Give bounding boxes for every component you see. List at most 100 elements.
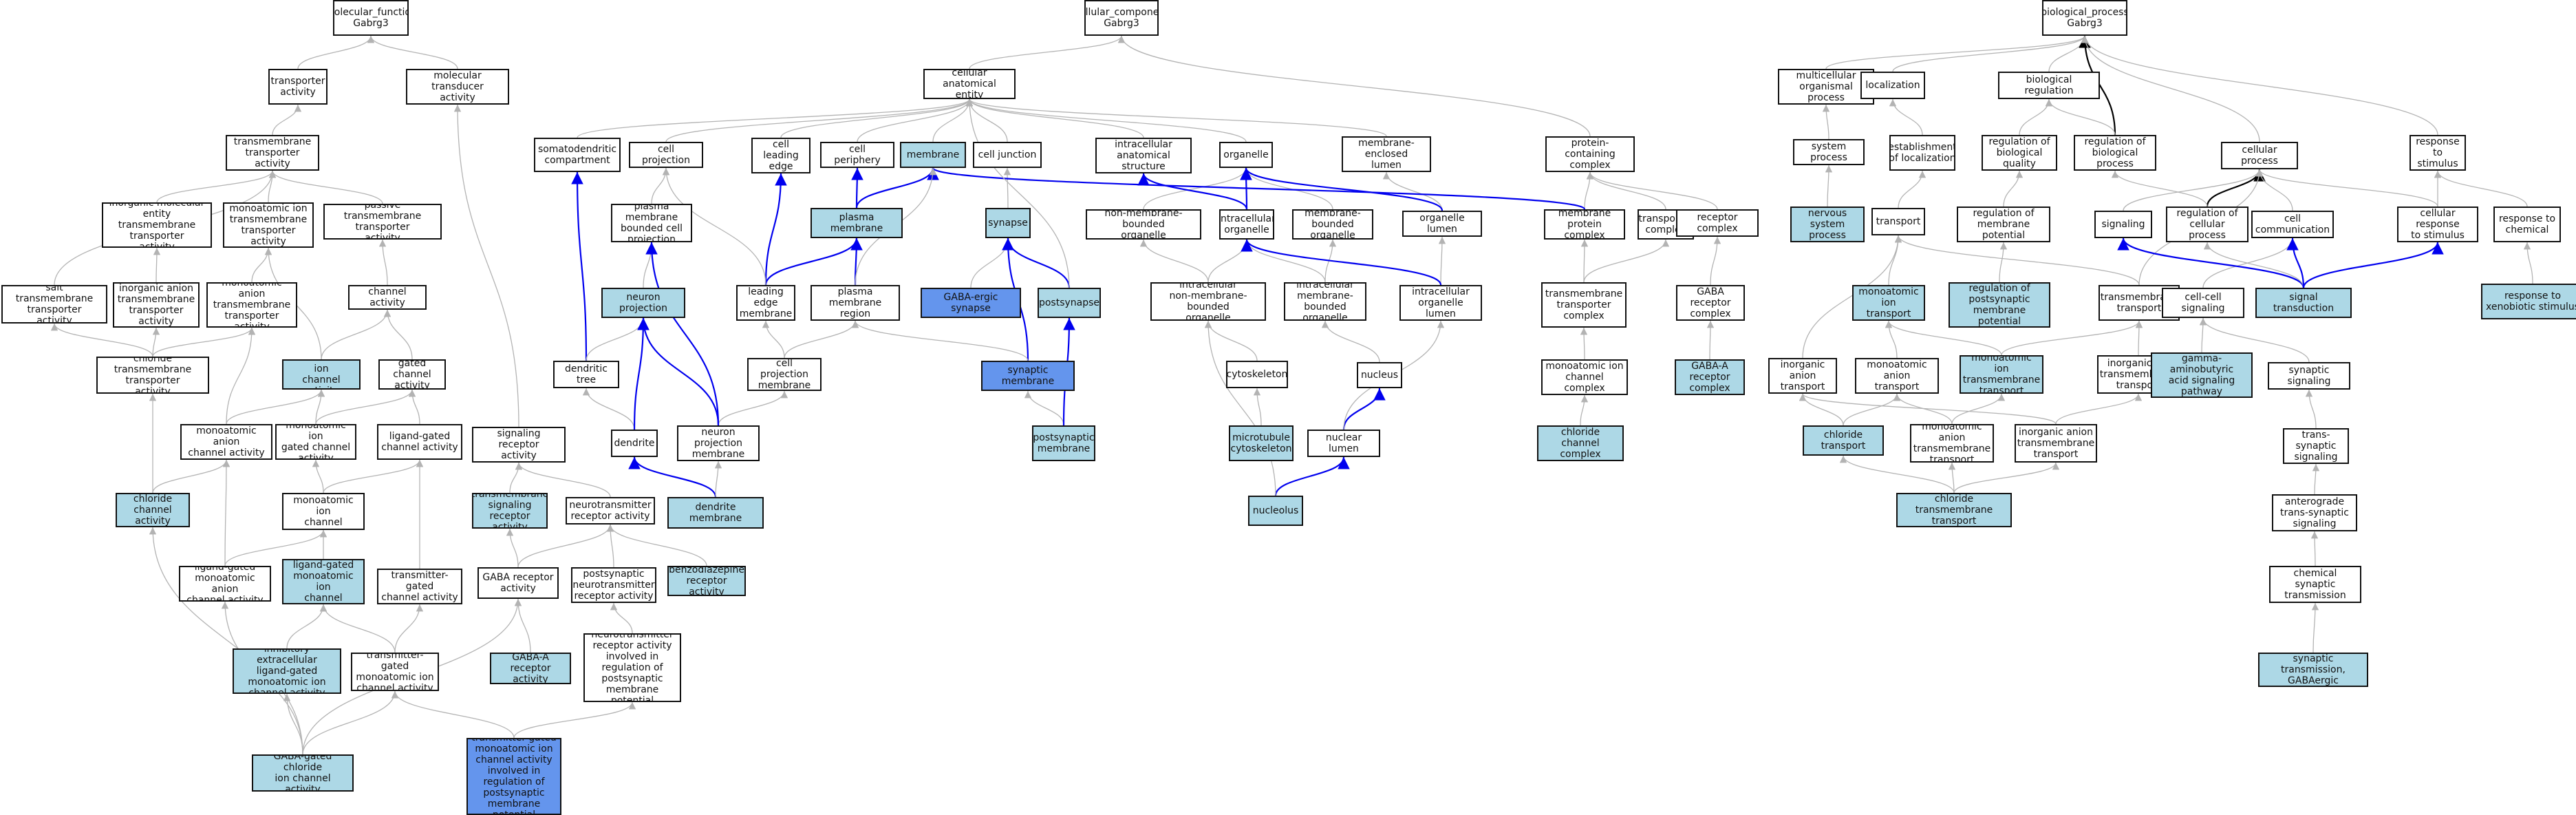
go-term-chem-syn[interactable]: chemical synaptic transmission [2269, 566, 2361, 603]
go-term-chloride-tm[interactable]: chloride transmembrane transporter activ… [96, 357, 209, 394]
go-term-extra-lg[interactable]: extracellular ligand-gated monoatomic io… [282, 559, 365, 604]
go-term-lg-anion[interactable]: ligand-gated monoatomic anion channel ac… [179, 566, 271, 602]
go-term-intra-non-mem[interactable]: intracellular non-membrane-bounded organ… [1150, 282, 1266, 321]
go-term-cell-proj-mem[interactable]: cell projection membrane [747, 358, 822, 391]
go-term-nucleolus[interactable]: nucleolus [1248, 496, 1303, 526]
go-term-cell-resp-stim[interactable]: cellular response to stimulus [2397, 207, 2478, 242]
go-term-sig-trans[interactable]: signal transduction [2255, 288, 2352, 318]
go-term-monoat-anion-tm-tr[interactable]: monoatomic anion transmembrane transport [1910, 424, 1994, 463]
go-term-resp-stim[interactable]: response to stimulus [2409, 135, 2466, 171]
go-term-cytoskeleton[interactable]: cytoskeleton [1226, 361, 1288, 388]
go-term-trans-syn[interactable]: trans-synaptic signaling [2283, 428, 2349, 464]
go-term-channel-act[interactable]: channel activity [348, 285, 427, 310]
go-term-nuclear-lumen[interactable]: nuclear lumen [1307, 430, 1380, 457]
go-term-tm-trans-cplx[interactable]: transmembrane transporter complex [1541, 282, 1627, 328]
go-term-rec-cplx[interactable]: receptor complex [1676, 209, 1759, 237]
go-term-dendritic-tree[interactable]: dendritic tree [553, 361, 619, 388]
go-term-nucleus[interactable]: nucleus [1357, 362, 1402, 388]
go-term-chloride-cplx[interactable]: chloride channel complex [1537, 425, 1624, 461]
go-term-passive-tm[interactable]: passive transmembrane transporter activi… [323, 204, 442, 240]
go-term-pm-region[interactable]: plasma membrane region [811, 285, 900, 321]
go-term-reg-mem-pot[interactable]: regulation of membrane potential [1957, 207, 2050, 242]
go-term-mf[interactable]: molecular_function Gabrg3 [333, 0, 409, 36]
go-term-lg-monoat[interactable]: ligand-gated monoatomic ion channel acti… [282, 493, 365, 530]
go-term-multicell[interactable]: multicellular organismal process [1778, 69, 1874, 105]
go-term-tg-monoat-inv[interactable]: transmitter-gated monoatomic ion channel… [466, 738, 561, 815]
go-term-antero[interactable]: anterograde trans-synaptic signaling [2272, 494, 2357, 531]
go-term-inorg-mol[interactable]: inorganic molecular entity transmembrane… [102, 202, 212, 248]
go-term-cell-cell-sig[interactable]: cell-cell signaling [2162, 288, 2244, 318]
go-term-nt-rec-involved[interactable]: neurotransmitter receptor activity invol… [583, 633, 681, 702]
go-term-signaling[interactable]: signaling [2094, 211, 2152, 238]
go-term-syn-mem[interactable]: synaptic membrane [981, 361, 1075, 391]
go-term-cell-junc[interactable]: cell junction [973, 142, 1042, 168]
go-term-monoat-tm[interactable]: monoatomic ion transmembrane transporter… [223, 202, 314, 248]
go-term-intra-org-lumen[interactable]: intracellular organelle lumen [1399, 285, 1482, 321]
go-term-monoat-ch-cplx[interactable]: monoatomic ion channel complex [1541, 359, 1628, 395]
go-term-dendrite-mem[interactable]: dendrite membrane [667, 497, 764, 529]
go-term-resp-chem[interactable]: response to chemical [2493, 207, 2561, 242]
go-term-monoat-anion-tm[interactable]: monoatomic anion transmembrane transport… [206, 282, 297, 328]
go-term-reg-cell-proc[interactable]: regulation of cellular process [2166, 207, 2248, 242]
go-term-somatodend[interactable]: somatodendritic compartment [534, 138, 621, 172]
go-term-intra-anat[interactable]: intracellular anatomical structure [1095, 138, 1192, 173]
go-term-reg-bio-qual[interactable]: regulation of biological quality [1982, 135, 2057, 171]
go-term-bio-reg[interactable]: biological regulation [1998, 72, 2100, 99]
go-term-mol-transducer[interactable]: molecular transducer activity [406, 69, 509, 105]
go-term-monoat-ion-ch[interactable]: monoatomic ion channel activity [282, 359, 361, 390]
go-term-org-lumen[interactable]: organelle lumen [1402, 211, 1482, 237]
go-term-monoat-anion-transport[interactable]: monoatomic anion transport [1855, 358, 1939, 394]
go-term-membrane[interactable]: membrane [900, 142, 966, 168]
go-term-lead-edge-mem[interactable]: leading edge membrane [736, 285, 795, 321]
go-term-gaba-a-cplx[interactable]: GABA-A receptor complex [1675, 359, 1745, 395]
go-term-tg-monoat[interactable]: transmitter-gated monoatomic ion channel… [351, 653, 439, 691]
go-term-microtubule[interactable]: microtubule cytoskeleton [1229, 425, 1294, 461]
go-term-monoat-tm-transport[interactable]: monoatomic ion transmembrane transport [1960, 355, 2043, 394]
go-term-nervous-sys[interactable]: nervous system process [1790, 207, 1865, 242]
go-term-tg-ch[interactable]: transmitter-gated channel activity [377, 569, 462, 604]
go-term-neuron-proj[interactable]: neuron projection [601, 288, 685, 318]
go-term-reg-bio-proc[interactable]: regulation of biological process [2074, 135, 2156, 171]
go-term-cell-lead-edge[interactable]: cell leading edge [751, 138, 811, 173]
go-term-prot-cont[interactable]: protein-containing complex [1545, 136, 1635, 172]
go-term-plasma-mem[interactable]: plasma membrane [811, 208, 903, 238]
go-term-nt-rec[interactable]: neurotransmitter receptor activity [566, 497, 655, 525]
go-term-gaba-a-rec[interactable]: GABA-A receptor activity [490, 653, 571, 684]
go-term-intra-mem-org[interactable]: intracellular membrane-bounded organelle [1284, 282, 1366, 321]
go-term-synapse[interactable]: synapse [985, 208, 1031, 238]
go-term-cell-anat[interactable]: cellular anatomical entity [923, 69, 1016, 99]
go-term-gaba-path[interactable]: gamma-aminobutyric acid signaling pathwa… [2151, 352, 2253, 398]
go-term-cell-proj[interactable]: cell projection [629, 142, 703, 168]
go-term-cell-comm[interactable]: cell communication [2251, 211, 2334, 238]
go-term-syn-gaba[interactable]: synaptic transmission, GABAergic [2258, 653, 2368, 687]
go-term-chloride-tm-transport[interactable]: chloride transmembrane transport [1896, 493, 2012, 527]
go-term-system-proc[interactable]: system process [1793, 139, 1865, 165]
go-term-tm-trans[interactable]: transmembrane transporter activity [226, 135, 319, 171]
go-term-resp-xeno[interactable]: response to xenobiotic stimulus [2481, 284, 2576, 319]
go-term-monoat-anion-ch[interactable]: monoatomic anion channel activity [180, 424, 272, 460]
go-term-inorg-anion-transport[interactable]: inorganic anion transport [1768, 358, 1837, 394]
go-term-gaba-rec[interactable]: GABA receptor activity [477, 567, 559, 599]
go-term-inhib-extra[interactable]: inhibitory extracellular ligand-gated mo… [233, 648, 341, 694]
go-term-mem-prot-cplx[interactable]: membrane protein complex [1544, 209, 1625, 240]
go-term-postsyn-mem[interactable]: postsynaptic membrane [1032, 425, 1095, 461]
go-term-chloride-transport[interactable]: chloride transport [1803, 425, 1884, 456]
go-term-bp[interactable]: biological_process Gabrg3 [2042, 0, 2127, 36]
go-term-benzo[interactable]: benzodiazepine receptor activity [667, 566, 746, 596]
go-term-inorg-anion-tm[interactable]: inorganic anion transmembrane transporte… [113, 282, 200, 328]
go-term-tm-sig-rec[interactable]: transmembrane signaling receptor activit… [472, 493, 548, 529]
go-term-pm-bounded[interactable]: plasma membrane bounded cell projection [611, 204, 692, 242]
go-term-estab-loc[interactable]: establishment of localization [1889, 135, 1955, 171]
go-term-syn-sig[interactable]: synaptic signaling [2268, 362, 2350, 390]
go-term-inorg-anion-tm-tr[interactable]: inorganic anion transmembrane transport [2015, 424, 2097, 463]
go-term-gaba-gated-cl[interactable]: GABA-gated chloride ion channel activity [252, 754, 354, 792]
go-term-trans-act[interactable]: transporter activity [268, 69, 328, 105]
go-term-postsynapse[interactable]: postsynapse [1038, 288, 1101, 318]
go-term-cell-proc[interactable]: cellular process [2221, 142, 2298, 169]
go-term-localization[interactable]: localization [1860, 72, 1925, 99]
go-term-cc[interactable]: cellular_component Gabrg3 [1084, 0, 1159, 36]
go-term-intra-org[interactable]: intracellular organelle [1219, 209, 1274, 240]
go-term-gated-ch[interactable]: gated channel activity [378, 359, 446, 390]
go-term-sig-rec[interactable]: signaling receptor activity [472, 427, 566, 463]
go-term-mem-bound-org[interactable]: membrane-bounded organelle [1292, 209, 1373, 240]
